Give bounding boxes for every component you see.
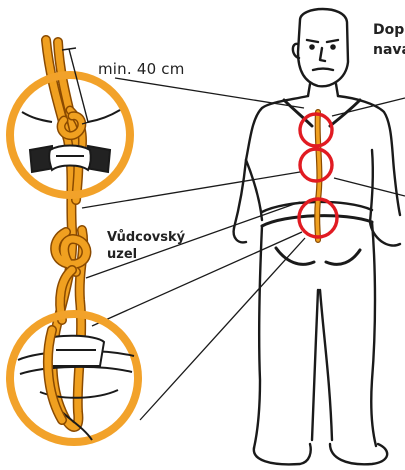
knot-label-line2: uzel [107, 246, 197, 263]
rope-on-harness [317, 112, 319, 240]
knot-label: Vůdcovský uzel [107, 229, 197, 263]
top-right-label-line1: Dop [373, 20, 405, 40]
top-right-label: Dop navá [373, 20, 405, 60]
top-right-label-line2: navá [373, 40, 405, 60]
min-length-label: min. 40 cm [98, 60, 185, 78]
knot-label-line1: Vůdcovský [107, 229, 197, 246]
